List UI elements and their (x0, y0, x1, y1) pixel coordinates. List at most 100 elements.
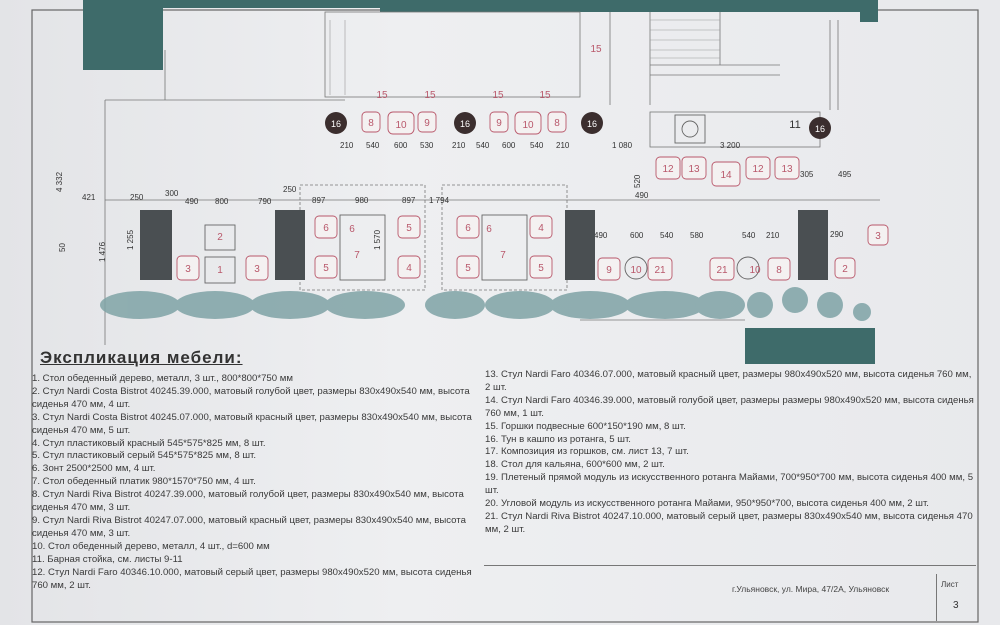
svg-text:1 476: 1 476 (98, 241, 107, 262)
legend-item: 18. Стол для кальяна, 600*600 мм, 2 шт. (485, 459, 665, 471)
svg-text:897: 897 (312, 196, 326, 205)
svg-text:1 080: 1 080 (612, 141, 633, 150)
svg-text:10: 10 (749, 265, 761, 276)
svg-text:5: 5 (406, 223, 412, 234)
svg-text:600: 600 (630, 231, 644, 240)
svg-text:16: 16 (587, 119, 597, 129)
svg-text:8: 8 (368, 118, 374, 129)
svg-text:16: 16 (815, 124, 825, 134)
legend-list-left: 1. Стол обеденный дерево, металл, 3 шт.,… (32, 373, 482, 592)
svg-text:10: 10 (395, 120, 407, 131)
svg-text:250: 250 (283, 185, 297, 194)
svg-text:1 570: 1 570 (373, 229, 382, 250)
legend-item: 5. Стул пластиковый серый 545*575*825 мм… (32, 450, 257, 462)
svg-text:520: 520 (633, 174, 642, 188)
svg-text:600: 600 (502, 141, 516, 150)
legend-item: 6. Зонт 2500*2500 мм, 4 шт. (32, 463, 156, 475)
svg-text:13: 13 (688, 164, 700, 175)
svg-text:540: 540 (530, 141, 544, 150)
svg-text:600: 600 (394, 141, 408, 150)
pot-labels: 16 16 16 16 (331, 119, 825, 134)
svg-text:9: 9 (606, 265, 612, 276)
legend-item: 1. Стол обеденный дерево, металл, 3 шт.,… (32, 373, 293, 384)
svg-text:210: 210 (452, 141, 466, 150)
svg-text:14: 14 (720, 170, 732, 181)
legend-item: 14. Стул Nardi Faro 40346.39.000, матовы… (485, 394, 974, 419)
svg-text:210: 210 (556, 141, 570, 150)
sheet-label: Лист (941, 580, 959, 589)
svg-text:12: 12 (662, 164, 674, 175)
svg-text:980: 980 (355, 196, 369, 205)
svg-text:210: 210 (340, 141, 354, 150)
svg-text:15: 15 (539, 90, 551, 101)
svg-text:16: 16 (460, 119, 470, 129)
svg-text:421: 421 (82, 193, 96, 202)
legend-item: 20. Угловой модуль из искусственного рот… (485, 498, 929, 510)
legend-item: 15. Горшки подвесные 600*150*190 мм, 8 ш… (485, 420, 686, 432)
svg-text:7: 7 (500, 250, 506, 261)
legend-item: 16. Тун в кашпо из ротанга, 5 шт. (485, 433, 631, 445)
bar-counter-label: 11 (789, 119, 800, 131)
svg-text:15: 15 (492, 90, 504, 101)
legend-item: 7. Стол обеденный платик 980*1570*750 мм… (32, 476, 256, 488)
title-block: г.Ульяновск, ул. Мира, 47/2А, Ульяновск … (484, 565, 976, 621)
svg-text:21: 21 (716, 265, 728, 276)
svg-text:540: 540 (476, 141, 490, 150)
svg-text:2: 2 (842, 264, 848, 275)
svg-text:4: 4 (406, 263, 412, 274)
legend-item: 19. Плетеный прямой модуль из искусствен… (485, 472, 974, 497)
svg-text:4 332: 4 332 (55, 171, 64, 192)
svg-text:10: 10 (522, 120, 534, 131)
svg-text:10: 10 (630, 265, 642, 276)
sheet-number-box: Лист 3 (936, 574, 977, 621)
svg-text:6: 6 (465, 223, 471, 234)
svg-text:540: 540 (660, 231, 674, 240)
svg-text:540: 540 (742, 231, 756, 240)
svg-text:21: 21 (654, 265, 666, 276)
legend-title: Экспликация мебели: (40, 348, 243, 367)
svg-text:5: 5 (538, 263, 544, 274)
svg-text:3 200: 3 200 (720, 141, 741, 150)
sheet-number: 3 (953, 600, 959, 611)
svg-text:290: 290 (830, 230, 844, 239)
svg-text:2: 2 (217, 232, 223, 243)
svg-text:490: 490 (185, 197, 199, 206)
svg-text:50: 50 (58, 243, 67, 252)
svg-text:5: 5 (465, 263, 471, 274)
svg-text:530: 530 (420, 141, 434, 150)
svg-text:9: 9 (424, 118, 430, 129)
svg-text:490: 490 (635, 191, 649, 200)
svg-text:800: 800 (215, 197, 229, 206)
svg-text:4: 4 (538, 223, 544, 234)
planter-row (100, 287, 871, 321)
svg-text:9: 9 (496, 118, 502, 129)
legend-item: 17. Композиция из горшков, см. лист 13, … (485, 446, 689, 458)
svg-text:3: 3 (254, 264, 260, 275)
furniture-markers (176, 111, 889, 281)
legend-item: 21. Стул Nardi Riva Bistrot 40247.10.000… (485, 510, 973, 535)
svg-text:6: 6 (349, 224, 355, 235)
svg-text:305: 305 (800, 170, 814, 179)
svg-text:495: 495 (838, 170, 852, 179)
legend-item: 12. Стул Nardi Faro 40346.10.000, матовы… (32, 566, 472, 591)
svg-text:16: 16 (331, 119, 341, 129)
svg-text:897: 897 (402, 196, 416, 205)
legend-item: 4. Стул пластиковый красный 545*575*825 … (32, 437, 266, 449)
project-address: г.Ульяновск, ул. Мира, 47/2А, Ульяновск (732, 584, 890, 594)
legend-item: 11. Барная стойка, см. листы 9-11 (32, 553, 183, 565)
legend-item: 10. Стол обеденный дерево, металл, 4 шт.… (32, 540, 270, 552)
svg-text:7: 7 (354, 250, 360, 261)
svg-text:490: 490 (594, 231, 608, 240)
svg-text:3: 3 (875, 231, 881, 242)
svg-text:8: 8 (554, 118, 560, 129)
svg-text:13: 13 (781, 164, 793, 175)
tables (204, 114, 760, 284)
legend-item: 8. Стул Nardi Riva Bistrot 40247.39.000,… (32, 489, 464, 514)
svg-text:790: 790 (258, 197, 272, 206)
svg-text:1: 1 (217, 265, 223, 276)
hanging-pots (325, 112, 831, 139)
svg-text:540: 540 (366, 141, 380, 150)
